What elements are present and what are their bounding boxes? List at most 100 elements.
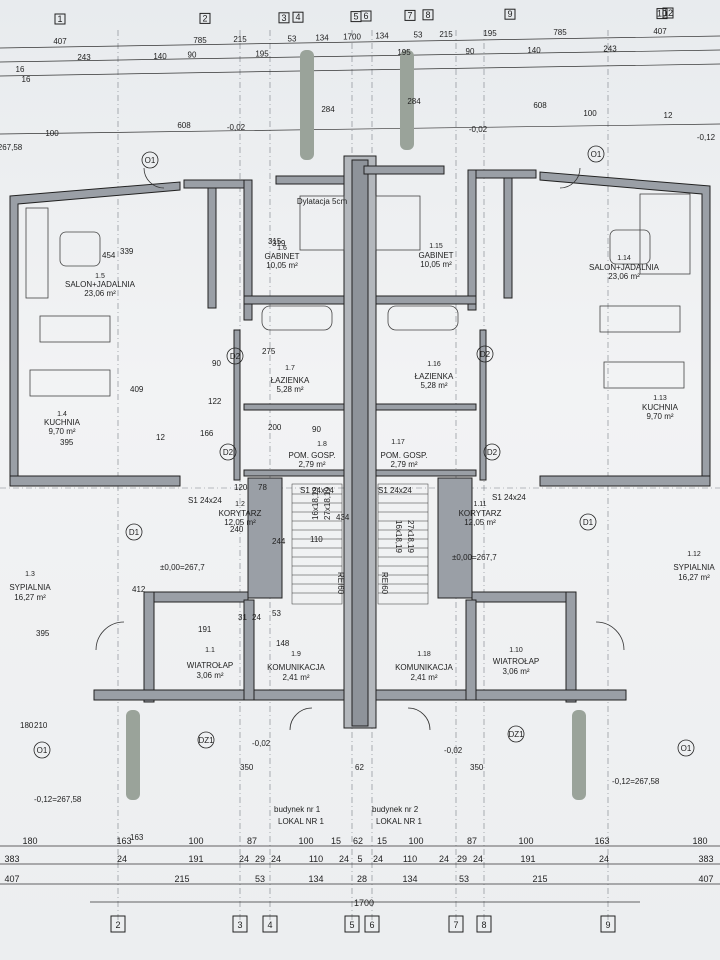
room-number: 1.10 <box>509 647 523 654</box>
room-number: 1.6 <box>277 245 287 252</box>
total-length: 1700 <box>354 898 374 908</box>
dim: 395 <box>60 438 74 447</box>
axis-label-bottom: 4 <box>267 920 272 930</box>
bottom-dim-row2: 29 <box>255 854 265 864</box>
room-number: 1.13 <box>653 395 667 402</box>
bottom-dim-row3: 215 <box>532 874 547 884</box>
top-dim-misc: -0,02 <box>227 123 246 132</box>
dim: 31 <box>238 613 247 622</box>
fire-rating-left: REI60 <box>336 572 345 595</box>
room-name: SYPIALNIA <box>673 563 715 572</box>
axis-box <box>364 915 380 933</box>
dim: 191 <box>198 625 212 634</box>
room-area: 2,41 m² <box>282 673 309 682</box>
window-tag-o1: O1 <box>681 744 692 753</box>
axis-box <box>656 8 668 20</box>
top-dim-misc: 100 <box>45 129 59 138</box>
dim: 62 <box>355 763 364 772</box>
axis-label-bottom: 3 <box>237 920 242 930</box>
window-tag-o1: O1 <box>591 150 602 159</box>
door-tag-d2: D2 <box>223 448 234 457</box>
furniture <box>25 193 691 397</box>
room-number: 1.14 <box>617 255 631 262</box>
bottom-dim-row2: 24 <box>439 854 449 864</box>
stairs-dims-left: 16x18,19 <box>311 487 320 520</box>
stairs <box>291 483 429 605</box>
room-name: POM. GOSP. <box>289 451 336 460</box>
axis-label-bottom: 5 <box>349 920 354 930</box>
bottom-dim-row2: 383 <box>698 854 713 864</box>
axis-label-top: 7 <box>407 10 412 20</box>
room-name: KUCHNIA <box>642 403 679 412</box>
room-name: ŁAZIENKA <box>415 372 454 381</box>
axis-box <box>278 12 290 24</box>
axis-label-top: 2 <box>202 13 207 23</box>
bottom-dim-row2: 24 <box>271 854 281 864</box>
stairs-dims-right-b: 27x18,19 <box>406 520 415 553</box>
bottom-dim-row1: 163 <box>594 836 609 846</box>
bottom-dim-row1: 87 <box>467 836 477 846</box>
dim: 395 <box>36 629 50 638</box>
room-area: 12,05 m² <box>464 518 496 527</box>
axis-box <box>476 915 492 933</box>
room-name: SYPIALNIA <box>9 583 51 592</box>
dim: 90 <box>312 425 321 434</box>
dim: 90 <box>212 359 221 368</box>
bottom-dim-row1: 163 <box>116 836 131 846</box>
axis-box <box>54 13 66 25</box>
room-area: 3,06 m² <box>502 667 529 676</box>
room-number: 1.7 <box>285 365 295 372</box>
room-area: 10,05 m² <box>420 260 452 269</box>
dilatation-label: Dylatacja 5cm <box>297 197 348 206</box>
room-name: KUCHNIA <box>44 418 81 427</box>
axis-box <box>404 9 416 21</box>
dim: 53 <box>272 609 281 618</box>
bottom-dim-row1: 180 <box>692 836 707 846</box>
top-dim-row1: 134 <box>375 32 389 41</box>
dim: 454 <box>102 251 116 260</box>
top-dim-misc: 16 <box>22 75 31 84</box>
interior-dimensions: 339 454 409 395 412 395 180 210 350 62 3… <box>20 237 484 842</box>
room-labels: 1.5 SALON+JADALNIA 23,06 m² 1.4 KUCHNIA … <box>9 243 715 682</box>
dim: 120 <box>234 483 248 492</box>
bottom-dim-row1: 100 <box>188 836 203 846</box>
room-area: 16,27 m² <box>14 593 46 602</box>
bottom-dim-row2: 24 <box>117 854 127 864</box>
axis-label-top: 5 <box>353 12 358 22</box>
bottom-dim-row1: 180 <box>22 836 37 846</box>
bottom-dim-row3: 53 <box>255 874 265 884</box>
door-tag-d2: D2 <box>487 448 498 457</box>
top-dimension-lines <box>0 35 720 135</box>
top-dim-row1: 1700 <box>343 33 361 42</box>
top-dim-misc: 284 <box>321 105 335 114</box>
room-number: 1.15 <box>429 243 443 250</box>
dim: 122 <box>208 397 222 406</box>
door-tag-d1: D1 <box>583 518 594 527</box>
stairs-dims-right: 16x18,19 <box>394 520 403 553</box>
axis-box <box>110 915 126 933</box>
door-tag-d2: D2 <box>230 352 241 361</box>
bottom-dim-row1: 100 <box>298 836 313 846</box>
dim: 409 <box>130 385 144 394</box>
level-exterior-right: -0,12=267,58 <box>612 777 660 786</box>
stairs-label-center-right: S1 24x24 <box>378 486 412 495</box>
room-area: 12,05 m² <box>224 518 256 527</box>
bottom-dim-row2: 110 <box>403 854 417 864</box>
dim: 319 <box>272 239 286 248</box>
dim: 24 <box>252 613 261 622</box>
window-tag-o1: O1 <box>145 156 156 165</box>
shrubs <box>126 50 586 800</box>
room-area: 23,06 m² <box>608 272 640 281</box>
bottom-dim-row2: 29 <box>457 854 467 864</box>
dim: 434 <box>336 513 350 522</box>
top-dim-misc: 16 <box>16 65 25 74</box>
axis-box <box>662 7 674 19</box>
top-dim-misc: 608 <box>177 121 191 130</box>
bottom-dim-row3: 134 <box>308 874 323 884</box>
bottom-dim-row3: 407 <box>4 874 19 884</box>
axis-label-top: 4 <box>295 12 300 22</box>
bottom-dim-row2: 191 <box>188 854 203 864</box>
axis-label-bottom: 8 <box>481 920 486 930</box>
door-tag-dz1: DZ1 <box>198 736 214 745</box>
room-area: 10,05 m² <box>266 261 298 270</box>
